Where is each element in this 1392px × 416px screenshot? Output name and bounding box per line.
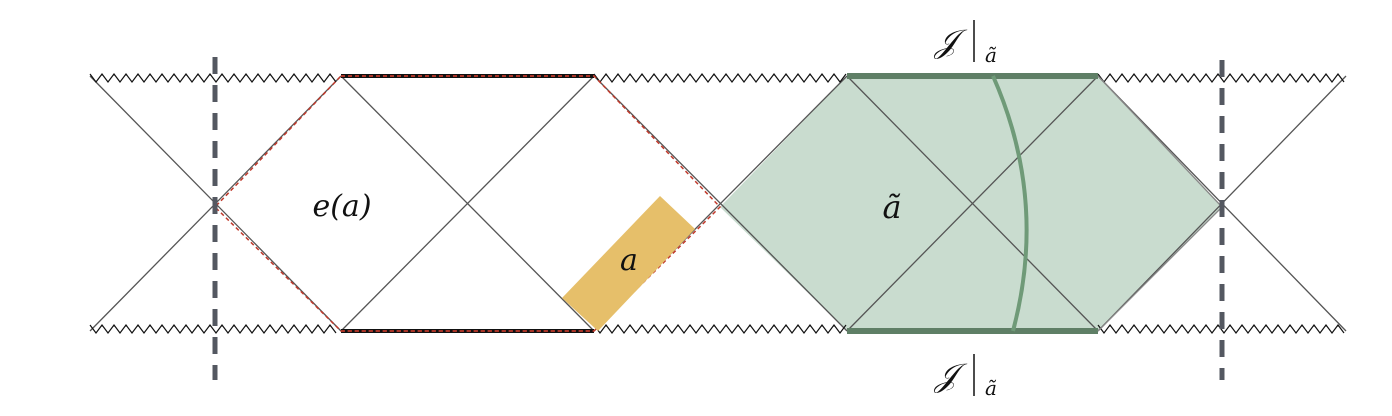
svg-text:𝒥: 𝒥 bbox=[933, 22, 968, 60]
svg-text:ã: ã bbox=[985, 43, 997, 67]
scri-top-label: 𝒥 ã bbox=[933, 20, 997, 67]
a-tilde-edges bbox=[847, 73, 1223, 334]
label-e-a: e(a) bbox=[312, 189, 371, 224]
scri-bottom-label: 𝒥 ã bbox=[933, 354, 997, 400]
svg-text:ã: ã bbox=[985, 376, 997, 400]
region-a bbox=[562, 196, 695, 331]
label-a: a bbox=[620, 243, 638, 278]
region-a-tilde bbox=[720, 76, 1222, 331]
singularity-lines bbox=[89, 73, 1345, 334]
label-a-tilde: ã bbox=[882, 188, 901, 226]
e-a-diamond-outline bbox=[213, 75, 722, 332]
svg-text:𝒥: 𝒥 bbox=[933, 356, 968, 394]
